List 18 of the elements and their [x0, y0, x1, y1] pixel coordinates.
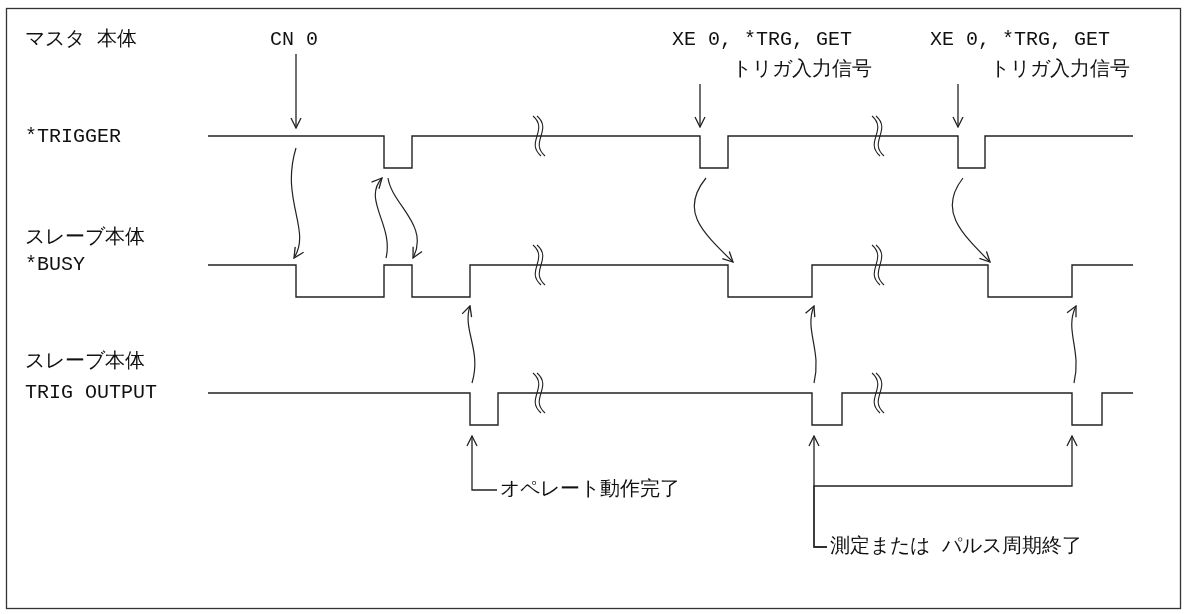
leader-arrow	[466, 435, 498, 491]
annotation-subtext: トリガ入力信号	[990, 58, 1130, 82]
leader-arrow	[290, 53, 302, 129]
signal-label: TRIG OUTPUT	[25, 381, 158, 405]
annotation-text: オペレート動作完了	[500, 478, 680, 502]
signal-label: *TRIGGER	[25, 125, 121, 149]
annotation-text: CN 0	[270, 28, 318, 52]
annotation-text: XE 0, *TRG, GET	[672, 28, 853, 52]
annotation-subtext: トリガ入力信号	[732, 58, 872, 82]
leader-arrow	[952, 83, 964, 128]
leader-arrow	[813, 435, 1078, 548]
signal-label: スレーブ本体	[25, 226, 145, 250]
signal-label: マスタ 本体	[25, 28, 137, 52]
annotation-text: 測定または パルス周期終了	[830, 535, 1082, 559]
annotation-text: XE 0, *TRG, GET	[930, 28, 1111, 52]
signal-label: *BUSY	[25, 253, 85, 277]
signal-label: スレーブ本体	[25, 350, 145, 374]
leader-arrow	[694, 83, 706, 128]
